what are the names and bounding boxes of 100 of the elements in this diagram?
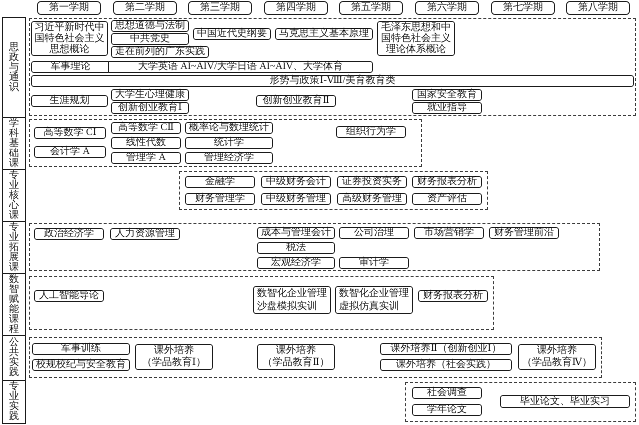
course-name: 税法 xyxy=(286,243,306,253)
course-box xyxy=(337,193,407,205)
course-name: 毕业论文、毕业实习 xyxy=(520,396,610,407)
course-name: 公司治理 xyxy=(354,228,394,238)
course-box xyxy=(412,387,482,399)
course-box xyxy=(257,344,335,370)
category-label: 专业拓展课 xyxy=(9,222,19,272)
course-name: 会计学 A xyxy=(50,147,90,157)
course-name: 证券投资实务 xyxy=(342,177,402,187)
course-group-frame xyxy=(179,171,488,210)
category-band xyxy=(2,169,26,222)
course-name: 课外培养（社会实践） xyxy=(396,360,496,370)
course-name: 高级财务管理 xyxy=(342,194,402,204)
course-name: 马克思主义基本原理 xyxy=(279,29,369,39)
category-band xyxy=(2,380,26,424)
course-name: 高等数学 CⅡ xyxy=(118,123,174,133)
category-band xyxy=(2,273,26,336)
course-box xyxy=(336,126,406,138)
semester-header xyxy=(113,1,177,15)
course-name: 财务管理前沿 xyxy=(494,228,554,238)
course-name: 毛泽东思想和中国特色社会主义理论体系概论 xyxy=(380,22,452,55)
course-name: 资产评估 xyxy=(427,194,467,204)
course-box xyxy=(418,290,488,302)
course-box xyxy=(185,193,255,205)
course-name: 管理学 A xyxy=(126,153,166,163)
course-box xyxy=(111,137,181,149)
course-name: 成本与管理会计 xyxy=(261,228,331,238)
course-box xyxy=(518,344,596,370)
category-label: 专业核心课 xyxy=(9,170,19,220)
course-box xyxy=(500,395,630,408)
course-box xyxy=(339,257,409,269)
semester-label: 第二学期 xyxy=(125,2,165,14)
course-box xyxy=(257,257,335,269)
course-box xyxy=(185,122,273,134)
semester-label: 第八学期 xyxy=(578,2,618,14)
category-label: 思政与通识 xyxy=(9,42,19,92)
course-name: 社会调查 xyxy=(427,388,467,398)
course-name: 学年论文 xyxy=(427,405,467,415)
course-name: 军事理论 xyxy=(50,62,90,72)
course-name: 中级财务会计 xyxy=(266,177,326,187)
course-name: 就业指导 xyxy=(427,103,467,113)
category-label: 专业实践 xyxy=(9,382,19,422)
course-box xyxy=(111,46,209,58)
course-box xyxy=(489,227,559,239)
course-box xyxy=(32,343,130,355)
course-name: 中共党史 xyxy=(130,34,170,44)
course-name: 市场营销学 xyxy=(424,228,474,238)
category-label: 数智赋能课程 xyxy=(9,274,19,334)
category-label: 公共实践 xyxy=(9,338,19,378)
course-box xyxy=(261,176,331,188)
category-band xyxy=(2,17,26,118)
category-label: 学科基础课 xyxy=(9,118,19,168)
course-box xyxy=(339,227,409,239)
course-box xyxy=(257,227,335,239)
course-box xyxy=(256,95,336,107)
course-group-frame xyxy=(29,18,636,116)
course-bar xyxy=(31,75,634,87)
course-name: 中国近代史纲要 xyxy=(197,29,267,39)
course-name: 思想道德与法制 xyxy=(115,21,185,31)
course-box xyxy=(337,176,407,188)
semester-label: 第五学期 xyxy=(351,2,391,14)
course-name: 数智化企业管理沙盘模拟实训 xyxy=(257,287,328,313)
course-name: 统计学 xyxy=(214,138,244,148)
course-name: 生涯规划 xyxy=(50,96,90,106)
course-box xyxy=(185,176,255,188)
course-box xyxy=(111,152,181,164)
course-box xyxy=(111,20,189,32)
course-name: 组织行为学 xyxy=(346,127,396,137)
course-name: 财务管理学 xyxy=(195,194,245,204)
semester-header xyxy=(566,1,630,15)
course-group-frame xyxy=(29,337,602,378)
course-name: 课外培养Ⅱ（创新创业Ⅰ） xyxy=(390,344,502,354)
course-box xyxy=(34,146,106,158)
course-group-frame xyxy=(29,223,600,271)
course-box xyxy=(135,344,213,370)
semester-label: 第六学期 xyxy=(427,2,467,14)
course-name: 线性代数 xyxy=(126,138,166,148)
course-name: 校规校纪与安全教育 xyxy=(36,360,126,370)
course-name: 形势与政策Ⅰ-Ⅷ/美育教育类 xyxy=(270,76,396,86)
course-box xyxy=(412,102,482,114)
semester-label: 第七学期 xyxy=(503,2,543,14)
course-box xyxy=(261,193,331,205)
course-box xyxy=(257,242,335,254)
course-box xyxy=(31,95,108,107)
course-name: 课外培养（学品教育Ⅰ） xyxy=(142,345,206,369)
semester-header xyxy=(37,1,101,15)
course-box xyxy=(34,228,104,240)
course-group-frame xyxy=(405,382,636,422)
semester-header xyxy=(491,1,555,15)
course-box xyxy=(253,286,331,314)
course-name: 宏观经济学 xyxy=(271,258,321,268)
course-name: 数智化企业管理虚拟仿真实训 xyxy=(339,287,410,313)
course-name: 课外培养（学品教育Ⅱ） xyxy=(262,345,330,369)
course-name: 军事训练 xyxy=(61,344,101,354)
course-name: 管理经济学 xyxy=(204,153,254,163)
course-name: 国家安全教育 xyxy=(417,90,477,100)
course-name: 财务报表分析 xyxy=(417,177,477,187)
course-box xyxy=(111,122,181,134)
course-group-frame xyxy=(29,276,494,330)
course-name: 人力资源管理 xyxy=(115,229,175,239)
